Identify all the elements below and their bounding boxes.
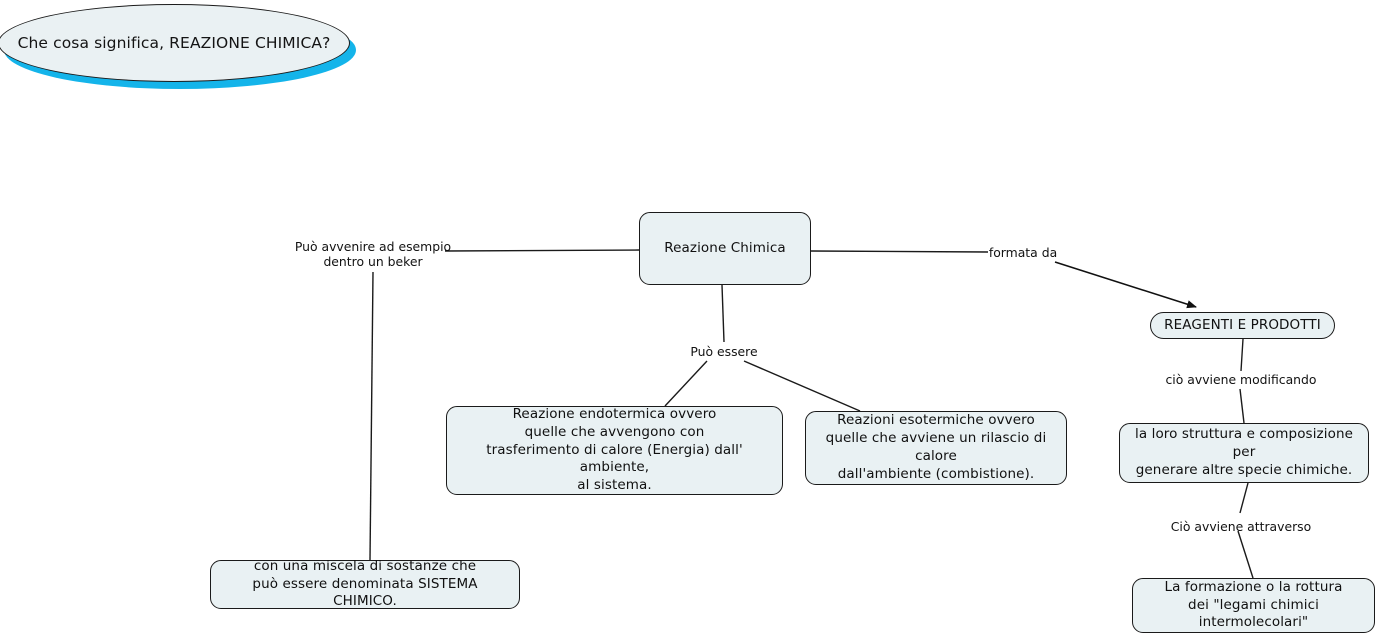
link-label-cio-avviene-modificando: ciò avviene modificando — [1165, 372, 1317, 387]
edge-reagenti-to-cio-modificando — [1240, 338, 1244, 372]
edge-reazione-to-formata-da — [810, 250, 989, 253]
node-struttura-composizione[interactable]: la loro struttura e composizione per gen… — [1119, 423, 1369, 483]
edge-reazione-to-puo-essere — [721, 284, 725, 343]
edge-cio-modificando-to-struttura — [1239, 388, 1245, 424]
node-sistema-chimico[interactable]: con una miscela di sostanze che può esse… — [210, 558, 520, 609]
link-label-puo-essere: Può essere — [690, 344, 758, 359]
edge-puo-avvenire-to-sistema-chimico — [369, 271, 374, 561]
edge-cio-attraverso-to-legami — [1237, 530, 1254, 579]
link-label-cio-avviene-attraverso: Ciò avviene attraverso — [1170, 519, 1312, 534]
node-reazioni-esotermiche[interactable]: Reazioni esotermiche ovvero quelle che a… — [805, 411, 1067, 485]
question-node-label: Che cosa significa, REAZIONE CHIMICA? — [17, 34, 331, 52]
question-node[interactable]: Che cosa significa, REAZIONE CHIMICA? — [0, 4, 356, 89]
link-label-puo-avvenire-ad-esempio: Può avvenire ad esempio dentro un beker — [294, 239, 452, 270]
edge-puo-essere-to-esotermica — [743, 360, 861, 412]
edge-formata-da-to-reagenti — [1054, 261, 1197, 309]
node-reagenti-e-prodotti[interactable]: REAGENTI E PRODOTTI — [1150, 312, 1335, 339]
question-node-body: Che cosa significa, REAZIONE CHIMICA? — [0, 4, 350, 82]
edge-struttura-to-cio-attraverso — [1239, 482, 1249, 514]
link-label-formata-da: formata da — [988, 245, 1058, 260]
node-legami-chimici[interactable]: La formazione o la rottura dei "legami c… — [1132, 578, 1375, 633]
edge-reazione-to-puo-avvenire — [444, 249, 640, 252]
node-reazione-chimica[interactable]: Reazione Chimica — [639, 212, 811, 285]
node-reazione-endotermica[interactable]: Reazione endotermica ovvero quelle che a… — [446, 406, 783, 495]
edge-puo-essere-to-endotermica — [664, 360, 708, 407]
